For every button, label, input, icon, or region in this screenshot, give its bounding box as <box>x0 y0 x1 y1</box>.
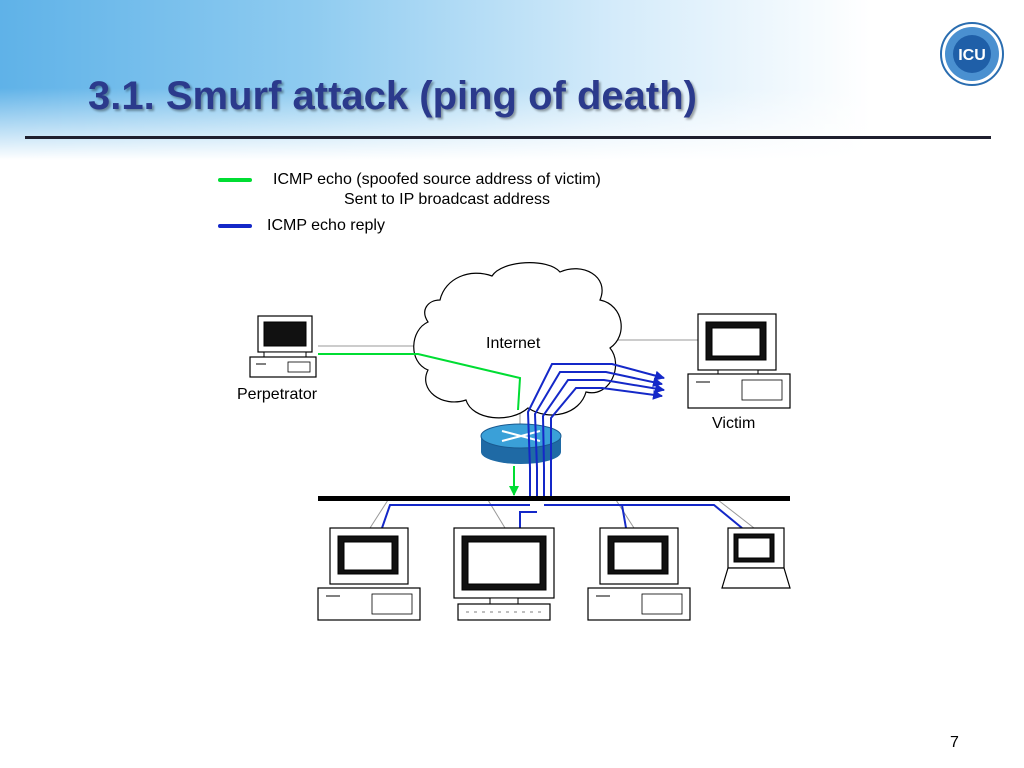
page-number: 7 <box>950 734 959 751</box>
perpetrator-computer-icon <box>249 315 317 378</box>
lan-host-1-icon <box>317 527 421 621</box>
legend-broadcast-label: Sent to IP broadcast address <box>344 191 551 208</box>
gray-links <box>318 339 755 529</box>
legend-blue-line <box>218 224 252 228</box>
router-icon <box>480 423 562 464</box>
legend-echo-label: ICMP echo (spoofed source address of vic… <box>273 171 601 188</box>
perpetrator-label: Perpetrator <box>237 386 318 403</box>
echo-request-path <box>318 353 522 496</box>
legend-green-line <box>218 178 252 182</box>
logo-text: ICU <box>958 47 986 64</box>
victim-label: Victim <box>712 415 756 432</box>
lan-bus <box>318 496 790 501</box>
slide-title: 3.1. Smurf attack (ping of death) <box>88 74 697 118</box>
lan-host-2-icon <box>453 527 555 621</box>
echo-reply-paths <box>381 363 743 529</box>
title-divider <box>25 136 991 139</box>
header-fade <box>0 0 1024 160</box>
lan-laptop-icon <box>721 527 791 589</box>
legend-reply-label: ICMP echo reply <box>267 217 385 234</box>
icu-logo: ICU <box>940 22 1004 86</box>
victim-computer-icon <box>687 313 791 409</box>
lan-host-3-icon <box>587 527 691 621</box>
internet-label: Internet <box>486 335 541 352</box>
